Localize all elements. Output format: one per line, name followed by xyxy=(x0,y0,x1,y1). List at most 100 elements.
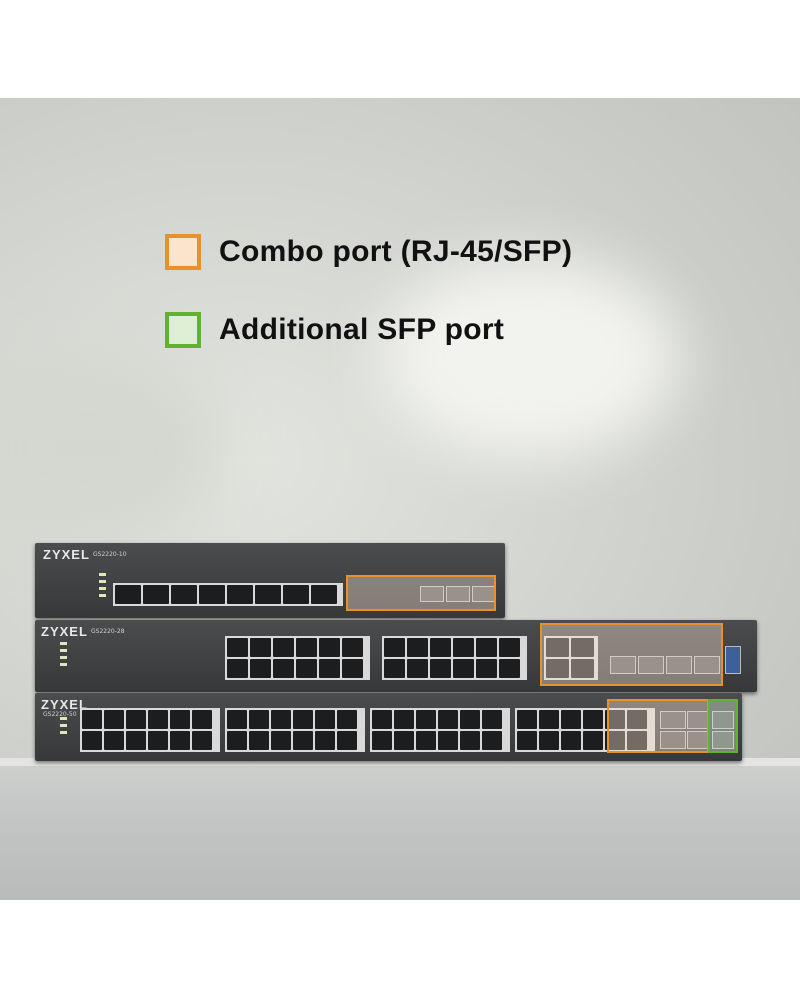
rj45-port xyxy=(460,710,480,729)
rj45-port xyxy=(319,659,340,678)
rj45-ports xyxy=(382,636,527,680)
model-name: GS2220-10 xyxy=(93,551,127,558)
rj45-port xyxy=(115,585,141,604)
rj45-port xyxy=(227,710,247,729)
rj45-port xyxy=(407,659,428,678)
rj45-ports xyxy=(515,708,655,752)
console-port xyxy=(725,646,741,674)
rj45-port xyxy=(104,731,124,750)
rj45-port xyxy=(482,731,502,750)
rj45-port xyxy=(143,585,169,604)
rj45-port xyxy=(293,731,313,750)
rj45-port xyxy=(583,731,603,750)
rj45-port xyxy=(482,710,502,729)
brand-logo: ZYXEL xyxy=(43,547,90,562)
sfp-slot xyxy=(712,711,734,729)
legend-additional-sfp: Additional SFP port xyxy=(165,312,504,348)
rj45-port xyxy=(394,710,414,729)
brand-logo: ZYXEL xyxy=(41,697,88,712)
rj45-port xyxy=(148,731,168,750)
rj45-ports xyxy=(80,708,220,752)
rj45-port xyxy=(605,710,625,729)
legend-combo-port: Combo port (RJ-45/SFP) xyxy=(165,234,572,270)
rj45-port xyxy=(453,638,474,657)
rj45-port xyxy=(416,731,436,750)
rj45-port xyxy=(571,659,594,678)
sfp-port-swatch xyxy=(165,312,201,348)
status-leds xyxy=(99,573,106,597)
sfp-slot xyxy=(446,586,470,602)
sfp-slot xyxy=(638,656,664,674)
combo-rj45-ports xyxy=(544,636,598,680)
rj45-port xyxy=(104,710,124,729)
rj45-port xyxy=(249,731,269,750)
rj45-port xyxy=(372,731,392,750)
rj45-port xyxy=(384,638,405,657)
sfp-slot xyxy=(666,656,692,674)
background-scene xyxy=(0,98,800,900)
rj45-port xyxy=(250,659,271,678)
rj45-port xyxy=(82,710,102,729)
rj45-port xyxy=(517,731,537,750)
rj45-port xyxy=(192,710,212,729)
rj45-port xyxy=(453,659,474,678)
rj45-port xyxy=(605,731,625,750)
rj45-port xyxy=(627,731,647,750)
rj45-port xyxy=(627,710,647,729)
model-name: GS2220-28 xyxy=(91,628,125,635)
combo-port-swatch xyxy=(165,234,201,270)
rj45-port xyxy=(82,731,102,750)
sfp-slot xyxy=(712,731,734,749)
rj45-port xyxy=(319,638,340,657)
rj45-ports xyxy=(225,708,365,752)
rj45-port xyxy=(476,638,497,657)
status-leds xyxy=(60,642,67,666)
rj45-ports xyxy=(225,636,370,680)
rj45-port xyxy=(283,585,309,604)
model-name: GS2220-50 xyxy=(43,711,77,718)
rj45-port xyxy=(227,585,253,604)
combo-port-highlight xyxy=(346,575,496,611)
sfp-slot xyxy=(660,711,686,729)
rj45-port xyxy=(539,710,559,729)
rj45-port xyxy=(438,731,458,750)
sfp-slot xyxy=(420,586,444,602)
switch-gs2220-28: ZYXEL GS2220-28 xyxy=(35,620,757,692)
rj45-port xyxy=(583,710,603,729)
status-leds xyxy=(60,717,67,734)
rj45-port xyxy=(199,585,225,604)
rj45-port xyxy=(293,710,313,729)
rj45-port xyxy=(384,659,405,678)
rj45-port xyxy=(342,638,363,657)
countertop xyxy=(0,758,800,900)
rj45-port xyxy=(517,710,537,729)
rj45-port xyxy=(170,710,190,729)
rj45-port xyxy=(438,710,458,729)
rj45-port xyxy=(337,710,357,729)
rj45-port xyxy=(296,638,317,657)
rj45-port xyxy=(430,638,451,657)
rj45-ports xyxy=(370,708,510,752)
rj45-port xyxy=(171,585,197,604)
rj45-port xyxy=(546,659,569,678)
rj45-port xyxy=(271,731,291,750)
rj45-port xyxy=(126,731,146,750)
combo-port-highlight xyxy=(540,623,723,686)
rj45-port xyxy=(227,638,248,657)
sfp-port-highlight xyxy=(708,699,738,753)
rj45-port xyxy=(271,710,291,729)
rj45-port xyxy=(430,659,451,678)
rj45-port xyxy=(337,731,357,750)
rj45-port xyxy=(499,638,520,657)
rj45-port xyxy=(170,731,190,750)
rj45-port xyxy=(561,731,581,750)
rj45-port xyxy=(539,731,559,750)
rj45-port xyxy=(342,659,363,678)
rj45-port xyxy=(499,659,520,678)
rj45-port xyxy=(148,710,168,729)
rj45-ports xyxy=(113,583,343,606)
legend-label: Additional SFP port xyxy=(219,313,505,346)
rj45-port xyxy=(192,731,212,750)
rj45-port xyxy=(227,731,247,750)
rj45-port xyxy=(273,659,294,678)
